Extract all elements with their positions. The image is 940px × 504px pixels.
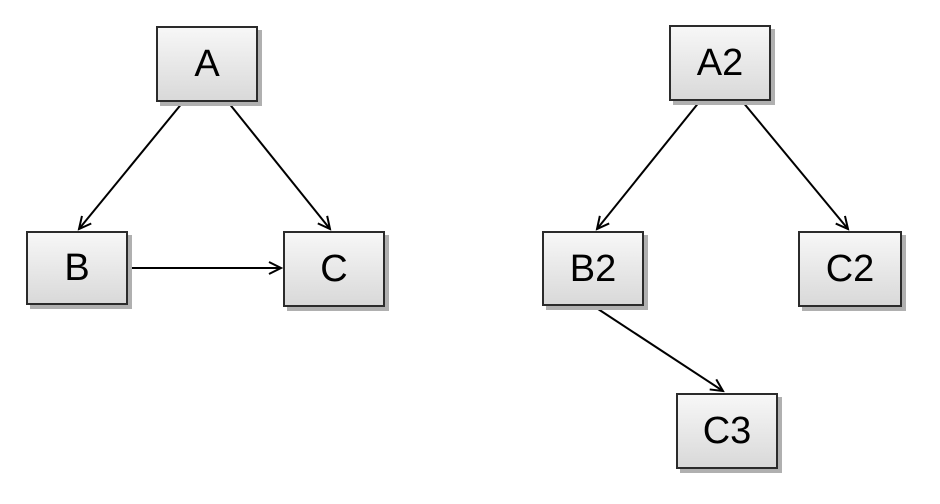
node-c-label: C	[320, 248, 348, 290]
edge-a2-to-c2[interactable]	[741, 100, 848, 229]
node-a-label: A	[194, 43, 220, 85]
node-b-label: B	[64, 247, 90, 289]
edge-b2-to-c3[interactable]	[594, 306, 723, 391]
node-c3-label: C3	[702, 410, 752, 452]
edge-a-to-b[interactable]	[79, 101, 184, 229]
edge-a2-to-b2[interactable]	[597, 100, 701, 229]
node-a[interactable]: A	[156, 26, 258, 102]
node-b2-label: B2	[569, 247, 617, 290]
node-c3[interactable]: C3	[676, 393, 778, 469]
node-c[interactable]: C	[283, 231, 385, 307]
node-a2-label: A2	[696, 42, 744, 84]
node-b[interactable]: B	[26, 231, 128, 305]
node-c2-label: C2	[825, 248, 875, 290]
node-b2[interactable]: B2	[542, 231, 644, 306]
node-c2[interactable]: C2	[798, 231, 902, 307]
node-a2[interactable]: A2	[669, 25, 771, 101]
edge-a-to-c[interactable]	[227, 101, 330, 229]
